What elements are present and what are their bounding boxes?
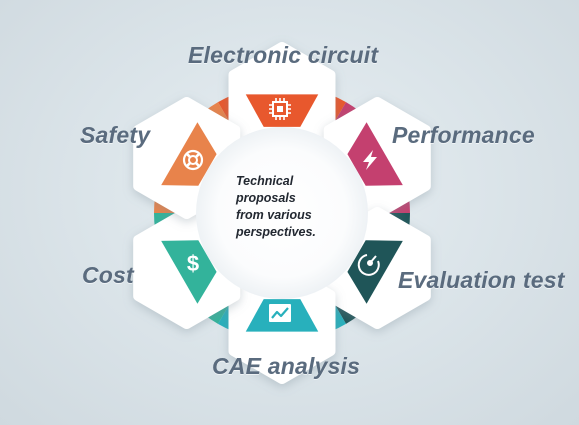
center-caption-line: from various [236, 208, 312, 222]
plate-performance [347, 122, 403, 186]
plate-cost [161, 240, 217, 304]
label-performance: Performance [392, 122, 535, 148]
center-caption-line: perspectives. [236, 225, 316, 239]
svg-text:$: $ [187, 251, 199, 276]
lifebuoy-icon [182, 149, 204, 171]
lightning-bolt-icon [363, 150, 377, 170]
label-electronic-circuit: Electronic circuit [188, 42, 379, 68]
label-cae-analysis: CAE analysis [212, 353, 361, 379]
center-caption: Technical proposals from various perspec… [236, 173, 346, 241]
circuit-chip-icon [269, 98, 291, 120]
label-evaluation-test: Evaluation test [398, 267, 565, 293]
center-caption-line: proposals [236, 191, 296, 205]
center-circle [196, 127, 368, 299]
label-safety: Safety [80, 122, 151, 148]
icon-group: $ [182, 98, 380, 322]
dollar-sign-icon: $ [187, 251, 199, 276]
line-chart-icon [269, 304, 291, 322]
label-cost: Cost [82, 262, 134, 288]
center-caption-line: Technical [236, 174, 294, 188]
gauge-dial-icon [357, 254, 380, 276]
